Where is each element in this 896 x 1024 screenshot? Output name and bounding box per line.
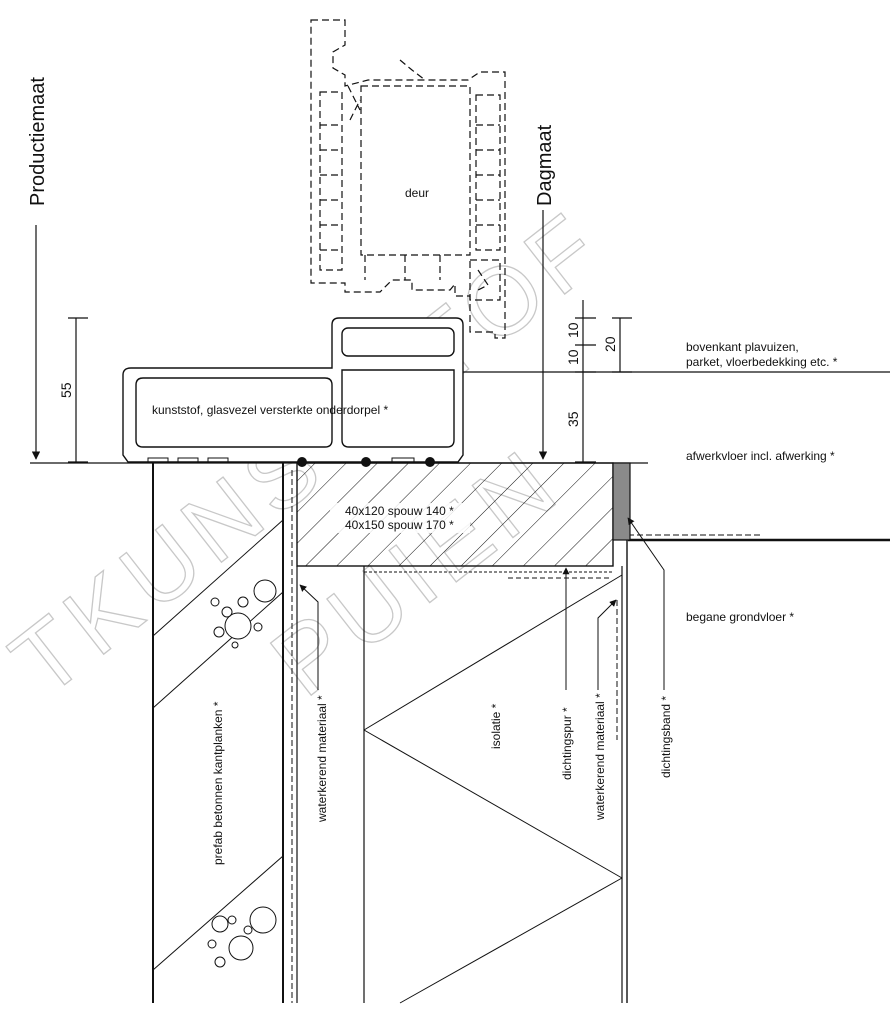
- dim-55: 55: [58, 382, 74, 398]
- prefab-label: prefab betonnen kantplanken *: [211, 701, 225, 865]
- wall-section: [152, 463, 628, 1004]
- begane-grondvloer-label: begane grondvloer *: [686, 610, 794, 624]
- waterkerend-right-label: waterkerend materiaal *: [593, 693, 607, 821]
- door-profile: [310, 19, 506, 339]
- dagmaat-label: Dagmaat: [534, 124, 556, 206]
- productiemaat-label: Productiemaat: [27, 77, 49, 206]
- door-label: deur: [405, 186, 429, 200]
- dimension-lines: [31, 210, 632, 463]
- isolatie-label: isolatie *: [489, 703, 503, 749]
- waterkerend-left-label: waterkerend materiaal *: [315, 695, 329, 823]
- afwerkvloer-label: afwerkvloer incl. afwerking *: [686, 449, 835, 463]
- sill-label: kunststof, glasvezel versterkte onderdor…: [152, 403, 388, 417]
- concrete-aggregate: [207, 579, 277, 968]
- dim-10-top: 10: [565, 322, 581, 338]
- leader-lines: [299, 517, 665, 690]
- sealing-dots: [297, 457, 435, 467]
- plavuizen-label-2: parket, vloerbedekking etc. *: [686, 355, 838, 369]
- plavuizen-label-1: bovenkant plavuizen,: [686, 340, 799, 354]
- dim-35: 35: [565, 411, 581, 427]
- sealing-band: [612, 462, 631, 541]
- dim-10-bottom: 10: [565, 349, 581, 365]
- dichtingsband-label: dichtingsband *: [659, 696, 673, 778]
- dichtingspur-label: dichtingspur *: [560, 707, 574, 780]
- beam-label-1: 40x120 spouw 140 *: [345, 504, 454, 518]
- sill-profile: [122, 317, 464, 464]
- dim-20: 20: [602, 336, 618, 352]
- beam-label-2: 40x150 spouw 170 *: [345, 518, 454, 532]
